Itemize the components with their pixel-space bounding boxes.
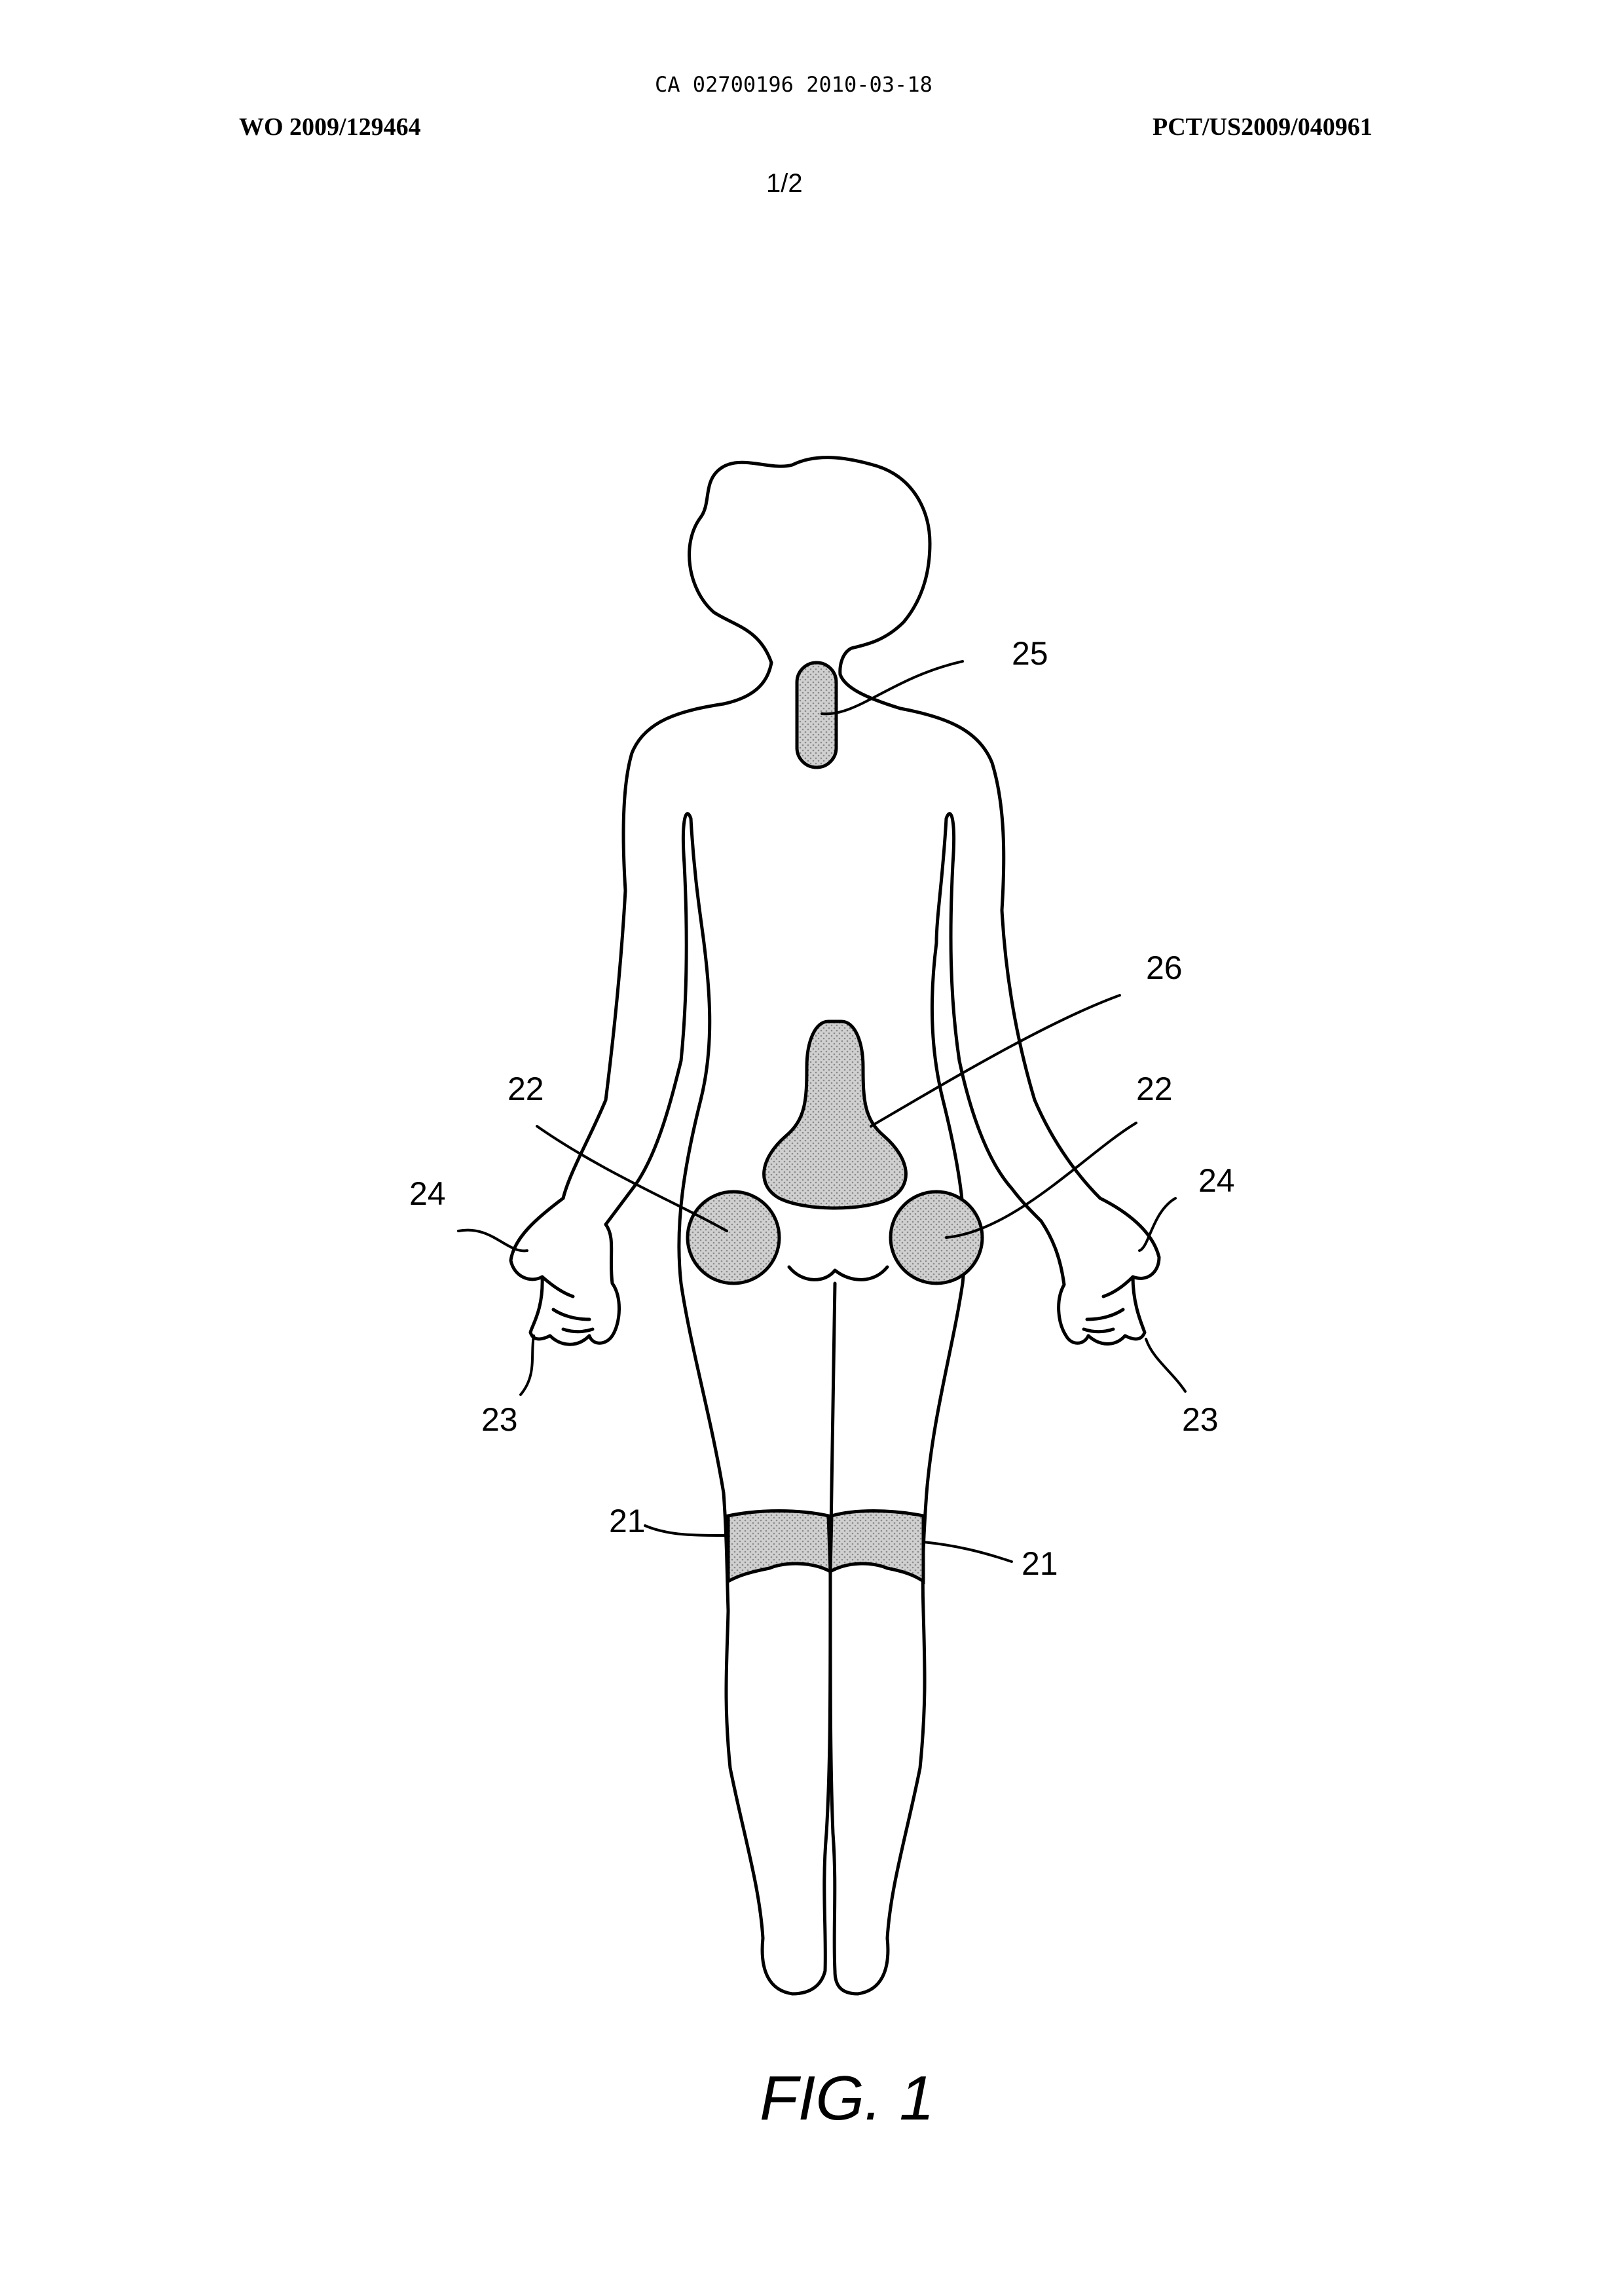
zone-21-left-knee [728,1511,830,1582]
left-arm-inner-outline [606,864,686,1224]
leader-21-right [923,1542,1012,1562]
callout-25: 25 [1012,635,1048,672]
zone-25-neck [797,663,836,767]
left-hand-outline [511,1198,619,1344]
neck-left-outline [724,663,771,704]
callout-23-left: 23 [481,1401,518,1438]
right-arm-inner-outline [951,864,1041,1221]
callout-21-right: 21 [1022,1545,1058,1582]
callout-26: 26 [1146,949,1183,986]
zone-22-right-hip [891,1192,982,1283]
leader-22-left [537,1126,727,1231]
callout-22-right: 22 [1136,1071,1173,1107]
head-outline [690,458,930,674]
torso-right-outline [927,814,965,1493]
left-arm-outer-outline [563,704,724,1198]
leader-23-left [521,1336,534,1395]
zone-21-right-knee [830,1511,923,1582]
figure-caption: FIG. 1 [760,2063,934,2135]
buttocks-crease [789,1267,887,1279]
zone-22-left-hip [688,1192,779,1283]
leader-23-right [1146,1339,1185,1391]
callout-21-left: 21 [609,1503,646,1539]
leader-24-right [1139,1198,1175,1251]
left-fingers-outline [542,1277,593,1332]
callout-24-right: 24 [1198,1162,1235,1199]
neck-right-outline [840,674,900,708]
leader-26 [871,995,1120,1126]
right-hand-outline [1041,1198,1159,1344]
right-fingers-outline [1084,1277,1133,1332]
zone-26-lower-back [764,1021,906,1208]
right-arm-outer-outline [900,708,1100,1198]
callout-23-right: 23 [1182,1401,1219,1438]
leader-21-left [645,1526,728,1535]
callout-22-left: 22 [507,1071,544,1107]
callout-24-left: 24 [409,1175,446,1212]
